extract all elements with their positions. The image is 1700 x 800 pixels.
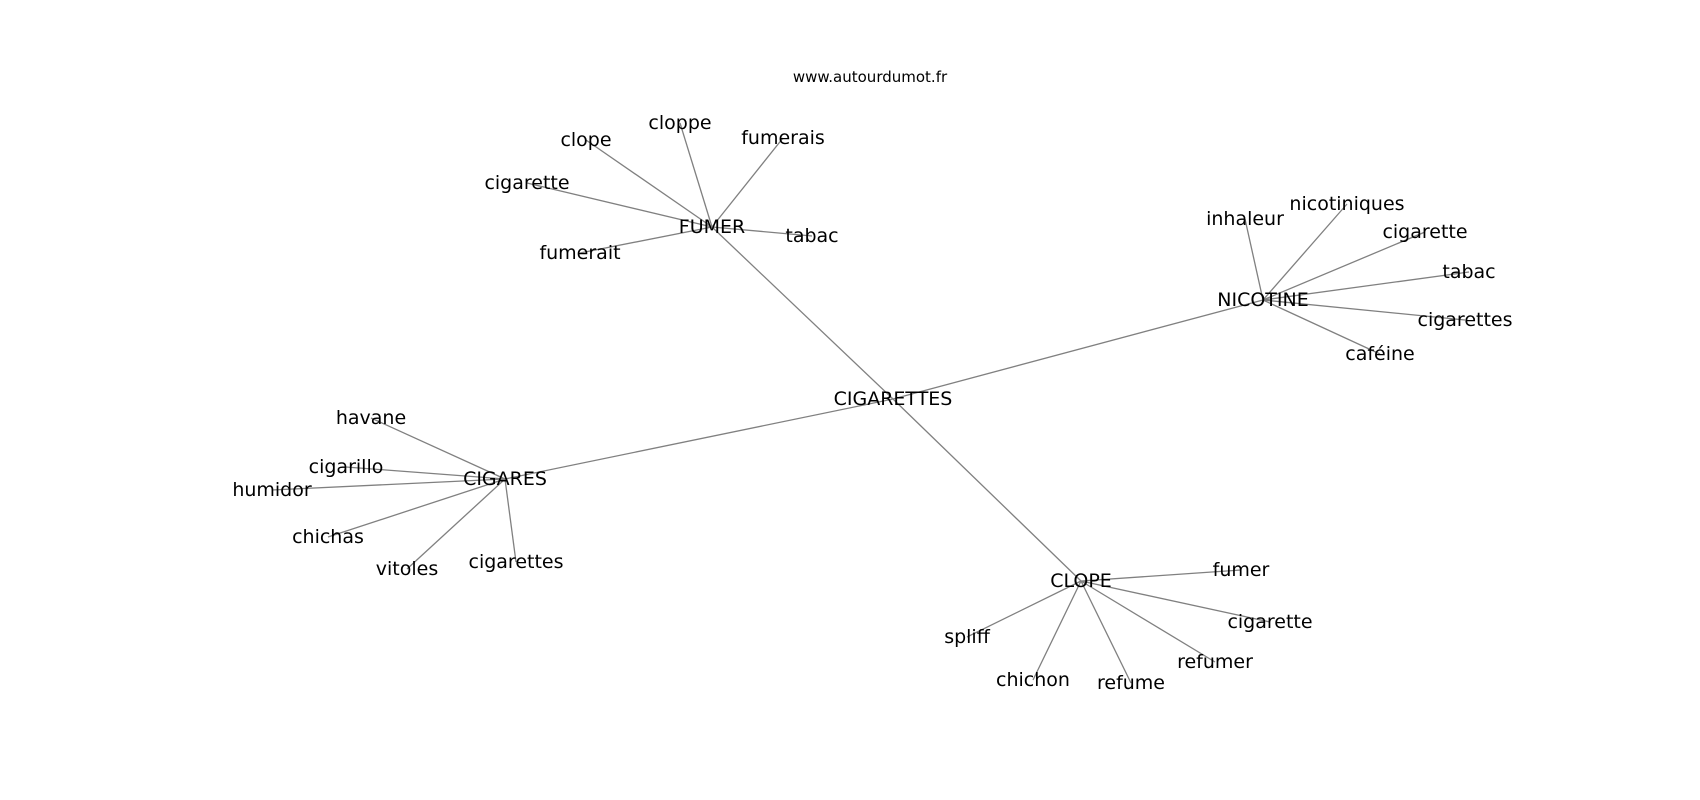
leaf-node-label: chichon	[996, 669, 1070, 691]
labels-layer: CIGARETTES FUMER clope cloppe fumerais cigare…	[232, 112, 1512, 694]
hub-node-label: CIGARES	[463, 468, 547, 490]
leaf-node-label: vitoles	[376, 558, 438, 580]
leaf-node-label: inhaleur	[1206, 208, 1284, 230]
leaf-node-label: nicotiniques	[1289, 193, 1404, 215]
edge-fumer-4	[711, 226, 813, 237]
leaf-node-label: cloppe	[648, 112, 711, 134]
edge-fumer-0	[585, 139, 713, 228]
center-node-label: CIGARETTES	[834, 388, 953, 410]
leaf-node-label: cigarillo	[309, 456, 384, 478]
edge-nicotine-1	[1262, 203, 1348, 301]
hub-node-label: NICOTINE	[1217, 289, 1308, 311]
edge-center-nicotine	[892, 299, 1264, 400]
leaf-node-label: cigarette	[1382, 221, 1467, 243]
edge-cigares-2	[271, 478, 506, 491]
edge-center-fumer	[711, 226, 894, 400]
leaf-node-label: fumerait	[539, 242, 620, 264]
edge-clope-0	[1080, 569, 1242, 582]
leaf-node-label: cigarette	[1227, 611, 1312, 633]
leaf-node-label: clope	[560, 129, 611, 151]
edge-cigares-0	[370, 417, 506, 480]
edge-clope-3	[1080, 580, 1132, 684]
edge-nicotine-4	[1262, 299, 1466, 321]
leaf-node-label: refume	[1097, 672, 1165, 694]
leaf-node-label: cigarette	[484, 172, 569, 194]
edge-clope-1	[1080, 580, 1271, 623]
leaf-node-label: cigarettes	[469, 551, 564, 573]
hub-node-label: FUMER	[679, 216, 745, 238]
edge-nicotine-3	[1262, 271, 1470, 301]
edge-center-clope	[892, 398, 1082, 582]
hub-node-label: CLOPE	[1050, 570, 1112, 592]
edge-cigares-4	[406, 478, 506, 570]
leaf-node-label: cigarettes	[1418, 309, 1513, 331]
edge-fumer-2	[711, 137, 784, 228]
leaf-node-label: tabac	[1442, 261, 1495, 283]
edge-cigares-1	[345, 466, 506, 480]
leaf-node-label: chichas	[292, 526, 364, 548]
edges-layer	[271, 122, 1470, 684]
edge-fumer-1	[679, 122, 713, 228]
leaf-node-label: spliff	[944, 626, 991, 648]
leaf-node-label: refumer	[1177, 651, 1253, 673]
leaf-node-label: fumerais	[741, 127, 825, 149]
edge-clope-2	[1080, 580, 1216, 663]
leaf-node-label: havane	[336, 407, 406, 429]
edge-fumer-5	[579, 226, 713, 254]
leaf-node-label: fumer	[1213, 559, 1270, 581]
edge-clope-5	[966, 580, 1082, 638]
leaf-node-label: caféine	[1345, 343, 1414, 365]
edge-nicotine-5	[1262, 299, 1381, 355]
edge-fumer-3	[526, 182, 713, 228]
edge-cigares-5	[504, 478, 517, 563]
leaf-node-label: tabac	[785, 225, 838, 247]
edge-nicotine-0	[1244, 218, 1264, 301]
edge-nicotine-2	[1262, 231, 1426, 301]
edge-center-cigares	[504, 398, 894, 480]
leaf-node-label: humidor	[232, 479, 312, 501]
site-watermark: www.autourdumot.fr	[793, 68, 948, 86]
edge-cigares-3	[327, 478, 506, 538]
edge-clope-4	[1032, 580, 1082, 681]
